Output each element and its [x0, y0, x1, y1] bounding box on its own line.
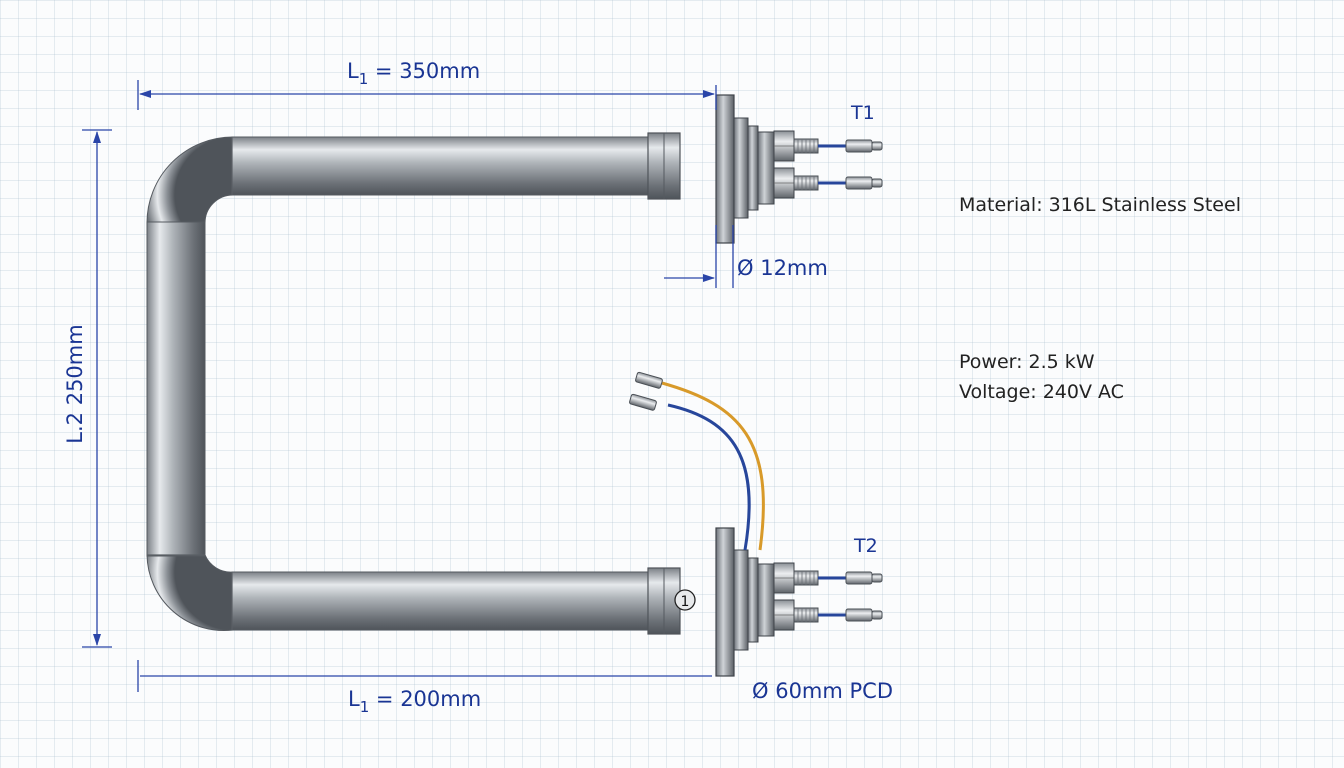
tube-diameter-label: Ø 12mm: [737, 256, 828, 280]
tube-bend-bottom: [146, 554, 234, 632]
flange-pcd-label: Ø 60mm PCD: [752, 679, 893, 703]
tube-bottom-leg: [231, 571, 651, 631]
orange-lead-wire: [661, 381, 765, 551]
top-flange: [715, 94, 735, 244]
marker-number: 1: [681, 594, 690, 610]
material-spec: Material: 316L Stainless Steel: [959, 194, 1241, 216]
t2-lug-lower: [845, 608, 873, 622]
power-spec: Power: 2.5 kW: [959, 351, 1095, 373]
voltage-spec: Voltage: 240V AC: [959, 381, 1124, 403]
blue-lead-wire: [667, 403, 751, 551]
dimension-tube-diameter: Ø 12mm: [664, 225, 828, 288]
tube-top-leg: [231, 136, 651, 196]
top-fitting: [647, 94, 883, 244]
vertical-length-label: L.2 250mm: [63, 324, 87, 443]
dimension-top-length: L1 = 350mm: [137, 59, 717, 110]
heating-tube: [146, 136, 651, 632]
t1-lug-upper: [845, 139, 873, 153]
lead-wires: [629, 371, 765, 551]
t2-lug-upper: [845, 571, 873, 585]
dimension-bottom-length: L1 = 200mm: [137, 660, 712, 716]
bottom-fitting: 1: [647, 527, 883, 677]
top-length-label: L1 = 350mm: [347, 59, 480, 88]
bottom-length-label: L1 = 200mm: [348, 687, 481, 716]
tube-bend-top: [146, 136, 234, 224]
marker-circle: [674, 589, 696, 611]
bottom-flange: [715, 527, 735, 677]
dimension-vertical-length: L.2 250mm: [63, 129, 112, 648]
orange-wire-lug: [635, 371, 663, 389]
terminal-t1-label: T1: [850, 102, 875, 124]
t1-lug-lower: [845, 176, 873, 190]
tube-vertical-leg: [146, 221, 206, 557]
blue-wire-lug: [629, 393, 657, 411]
terminal-t2-label: T2: [853, 535, 878, 557]
